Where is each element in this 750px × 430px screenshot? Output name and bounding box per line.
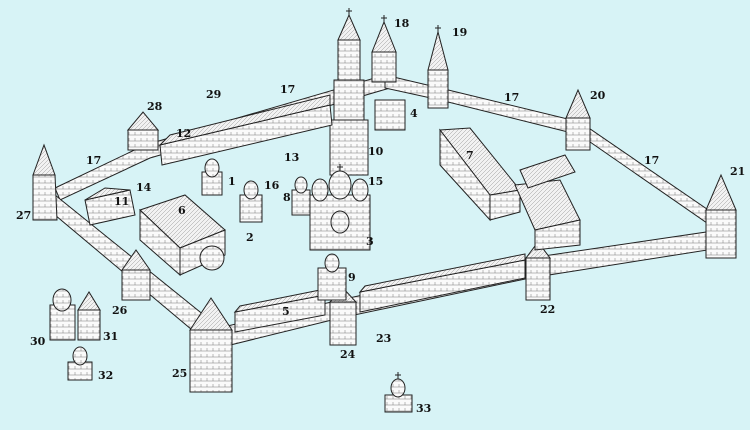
tower-21 [705,173,737,259]
label-17-east: 17 [644,154,660,167]
label-20: 20 [590,89,606,102]
label-24: 24 [340,348,356,361]
church-4 [374,99,406,131]
chapel-2 [239,180,263,223]
label-30: 30 [30,335,46,348]
label-1: 1 [228,175,236,188]
label-14: 14 [136,181,152,194]
label-12: 12 [176,127,192,140]
tower-27 [32,143,58,221]
building-south-row [358,253,526,313]
label-31: 31 [103,330,119,343]
chapel-31 [77,291,101,341]
tower-26 [121,249,151,301]
label-17-northeast: 17 [504,91,520,104]
label-11: 11 [114,195,130,208]
building-11 [84,187,136,226]
label-7: 7 [466,149,474,162]
label-25: 25 [172,367,188,380]
label-4: 4 [410,107,418,120]
label-26: 26 [112,304,128,317]
label-21: 21 [730,165,746,178]
label-6: 6 [178,204,186,217]
label-5: 5 [282,305,290,318]
building-12-row [158,94,333,166]
church-8 [291,176,311,216]
label-9: 9 [348,271,356,284]
label-17-west: 17 [86,154,102,167]
label-23: 23 [376,332,392,345]
label-3: 3 [366,235,374,248]
chapel-30 [49,288,76,341]
tower-22 [525,241,551,301]
label-2: 2 [246,231,254,244]
label-13: 13 [284,151,300,164]
refectory-6 [139,176,226,277]
chapel-33 [384,378,413,413]
tower-20 [565,88,591,151]
building-east-block [514,154,581,251]
tower-18 [371,20,397,83]
label-18: 18 [394,17,410,30]
label-16: 16 [264,179,280,192]
label-22: 22 [540,303,556,316]
gate-church-9 [317,253,347,301]
label-29: 29 [206,88,222,101]
label-19: 19 [452,26,468,39]
building-7 [439,127,521,222]
label-10: 10 [368,145,384,158]
chapel-32 [67,346,93,381]
label-8: 8 [283,191,291,204]
bell-tower-10 [329,13,369,176]
tower-28 [126,111,160,151]
label-32: 32 [98,369,114,382]
label-27: 27 [16,209,32,222]
tower-19 [427,30,449,109]
tower-25 [189,297,233,393]
label-33: 33 [416,402,432,415]
church-1 [201,158,223,196]
label-28: 28 [147,100,163,113]
cathedral-3 [309,170,371,251]
label-15: 15 [368,175,384,188]
wall-east [579,121,721,233]
crosses [337,8,441,379]
label-17-north: 17 [280,83,296,96]
